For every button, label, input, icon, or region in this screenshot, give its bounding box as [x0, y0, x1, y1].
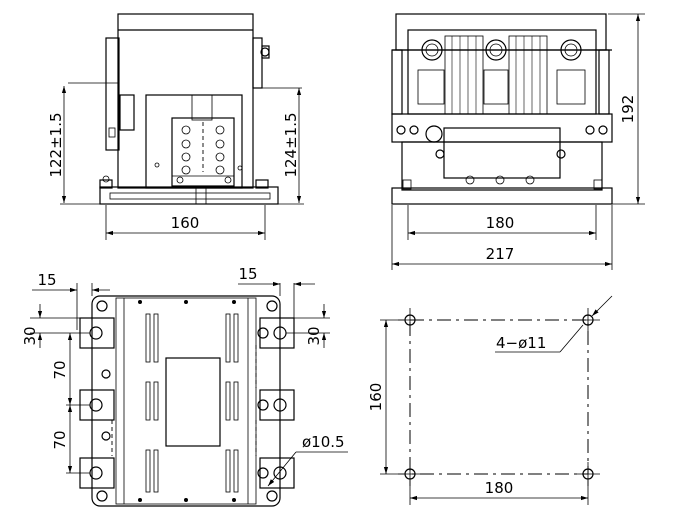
dim-mount-width: 180	[485, 479, 514, 497]
dim-top-spacing-30-left: 30	[21, 326, 39, 345]
dim-side-width-outer: 217	[486, 245, 515, 263]
top-view	[30, 281, 348, 507]
terminal-bars	[417, 35, 586, 115]
vent-slots	[145, 313, 239, 493]
side-view	[391, 13, 645, 270]
dim-top-spacing-30-right: 30	[305, 326, 323, 345]
dim-side-width-inner: 180	[486, 214, 515, 232]
dim-front-height-left: 122±1.5	[47, 112, 65, 177]
dim-front-width: 160	[171, 214, 200, 232]
dim-front-height-right: 124±1.5	[282, 112, 300, 177]
dim-terminal-hole: ø10.5	[302, 433, 345, 451]
dim-mount-height: 160	[367, 383, 385, 412]
dim-side-height: 192	[619, 95, 637, 124]
front-view	[60, 13, 304, 240]
mounting-view	[380, 295, 613, 505]
dim-top-spacing-70-b: 70	[51, 430, 69, 449]
dim-mount-holes: 4−ø11	[496, 334, 546, 352]
dim-top-spacing-70-a: 70	[51, 360, 69, 379]
dim-top-margin-right: 15	[238, 265, 257, 283]
dim-top-margin-left: 15	[37, 271, 56, 289]
